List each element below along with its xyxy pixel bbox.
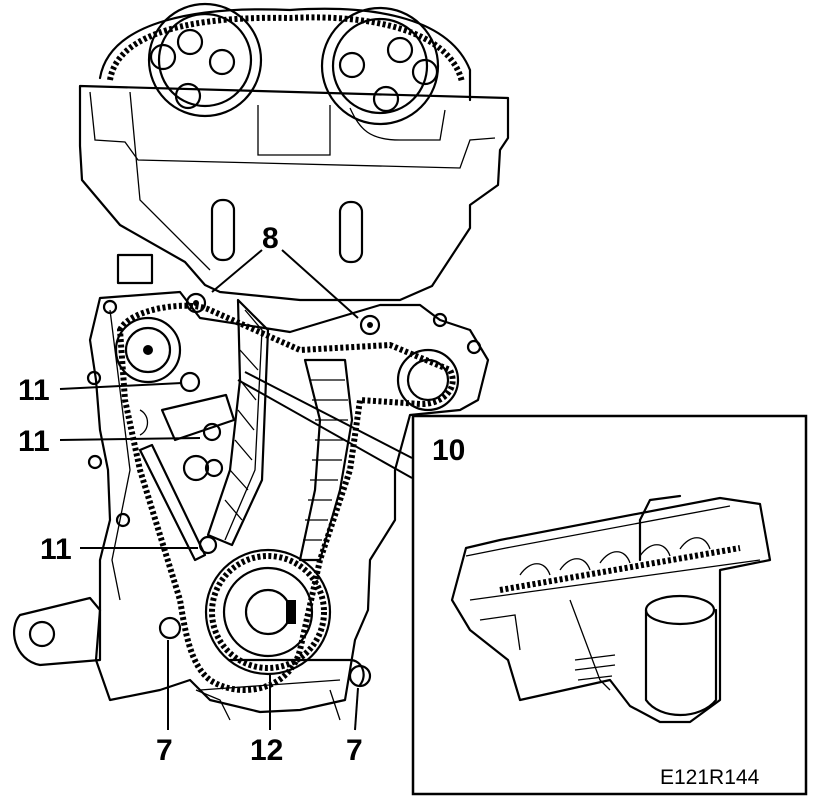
callout-7-left: 7	[156, 734, 173, 767]
figure-code: E121R144	[660, 766, 760, 789]
chain-guide-center	[206, 298, 270, 547]
camshaft-sprocket-right	[320, 6, 440, 126]
chain-guide-right	[298, 358, 354, 562]
idler-sprocket-left	[114, 316, 182, 384]
callout-8: 8	[262, 222, 279, 255]
chain-tensioner	[160, 393, 236, 442]
engine-block-drawing	[12, 2, 510, 721]
tensioner-cutaway-drawing	[450, 494, 772, 724]
chain-guide-left	[138, 443, 207, 562]
callout-12: 12	[250, 734, 283, 767]
callout-10: 10	[432, 434, 465, 467]
detail-inset	[411, 414, 808, 796]
callout-11-lower: 11	[40, 533, 72, 566]
timing-chain	[116, 302, 456, 693]
callout-11-upper: 11	[18, 374, 50, 407]
callout-leaders	[59, 249, 413, 731]
callout-11-middle: 11	[18, 425, 50, 458]
camshaft-sprocket-left	[147, 2, 263, 118]
crankshaft-sprocket	[204, 548, 332, 676]
callout-7-right: 7	[346, 734, 363, 767]
